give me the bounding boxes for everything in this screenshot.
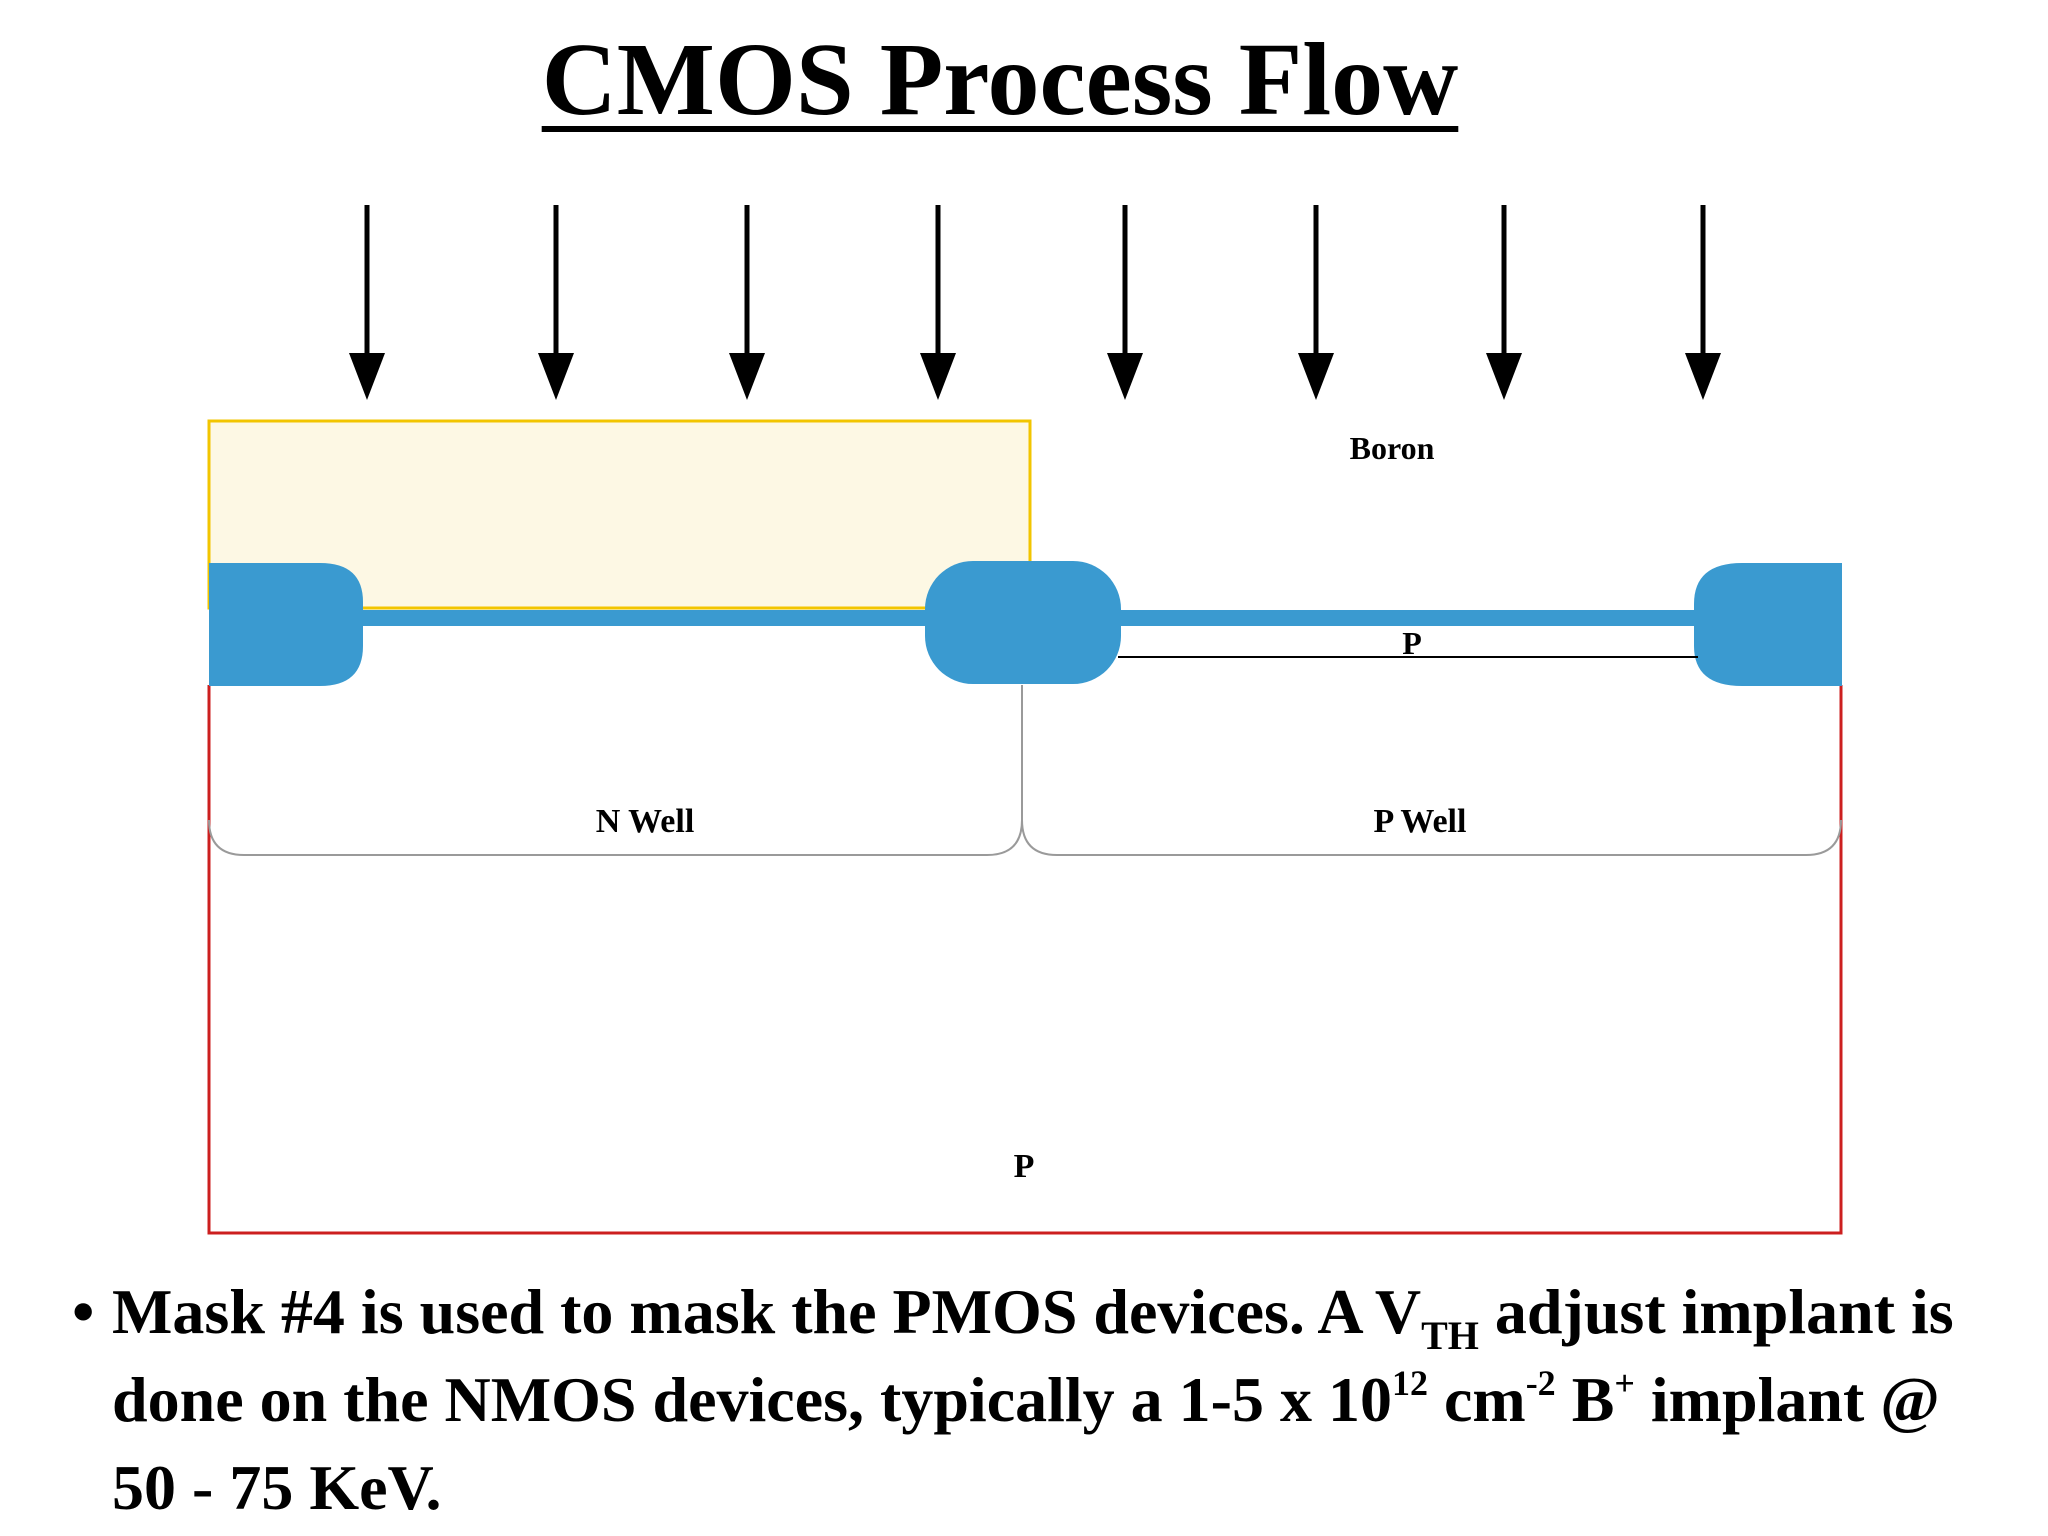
bullet-text-part1: Mask #4 is used to mask the PMOS devices… [112,1276,1422,1347]
field-oxide-right [1694,563,1842,686]
implant-arrow-head [920,353,956,400]
field-oxide-center [925,561,1121,684]
implant-arrow-head [1298,353,1334,400]
bullet-text-part5: implant @ 50 - 75 KeV. [112,1364,1940,1523]
boron-label: Boron [1350,430,1435,466]
slide-title: CMOS Process Flow [541,22,1459,137]
implant-arrow-head [538,353,574,400]
area-exponent: -2 [1525,1363,1556,1403]
substrate-outline [207,685,1843,1235]
vth-subscript: TH [1421,1313,1479,1358]
bullet-text-part2: adjust implant is done on the NMOS devic… [112,1276,1954,1435]
p-well-boundary [1021,819,1842,856]
field-oxide-left [209,563,363,686]
ion-charge: + [1614,1363,1635,1403]
n-well-label: N Well [596,803,695,840]
implant-arrow-head [729,353,765,400]
n-well-boundary [208,685,1023,856]
bullet-text-part4: B [1555,1364,1615,1435]
implant-arrow-head [1107,353,1143,400]
p-surface-label: P [1402,625,1422,661]
bullet-marker: • [72,1276,95,1347]
cmos-cross-section-diagram: Boron P N Well P Well P [207,205,1843,1235]
implant-arrow-head [1685,353,1721,400]
implant-arrow-head [1486,353,1522,400]
implant-arrows [349,205,1721,400]
substrate-label: P [1014,1148,1035,1185]
bullet-text-part3: cm [1427,1364,1526,1435]
thin-oxide-nmos-left [350,610,950,626]
bullet-point: • Mask #4 is used to mask the PMOS devic… [72,1268,2012,1532]
p-well-label: P Well [1374,803,1467,840]
implant-arrow-head [349,353,385,400]
dose-exponent: 12 [1391,1363,1428,1403]
thin-oxide-pmos-right [1100,610,1720,626]
bullet-text: Mask #4 is used to mask the PMOS devices… [112,1268,2012,1532]
